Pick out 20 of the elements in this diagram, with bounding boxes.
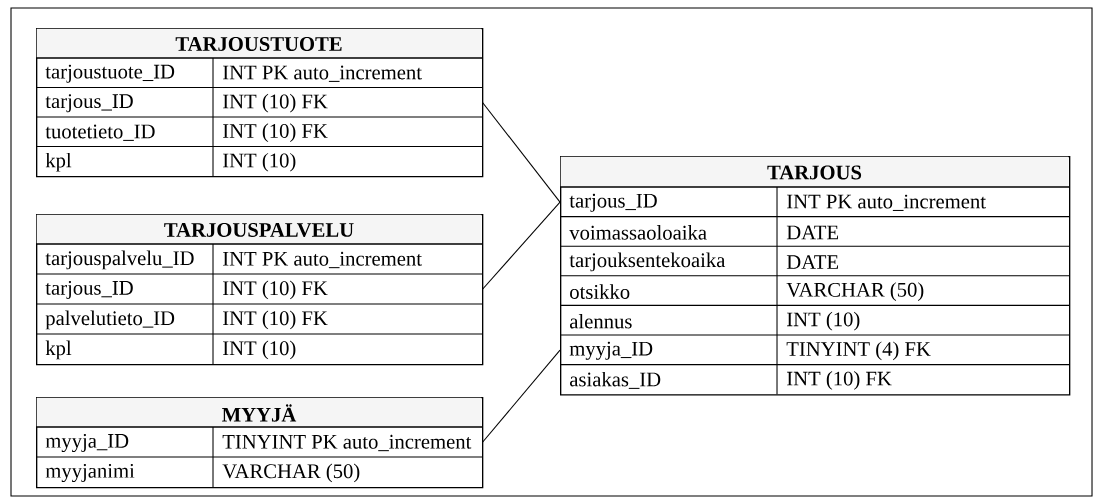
table-row: myyja_ID TINYINT PK auto_increment <box>45 426 472 458</box>
table-row: tarjous_ID INT PK auto_increment <box>569 186 986 218</box>
table-row: voimassaoloaika DATE <box>559 216 1070 247</box>
connector-line <box>482 101 561 203</box>
table-row: asiakas_ID INT (10) FK <box>559 364 1070 395</box>
table-row: tarjous_ID INT (10) FK <box>35 273 483 305</box>
table-row: kpl INT (10) <box>35 145 483 177</box>
table-row: tarjous_ID INT (10) FK <box>35 86 483 118</box>
table-row: tarjouspalvelu_ID INT PK auto_increment <box>45 243 422 275</box>
table-row: tuotetieto_ID INT (10) FK <box>35 116 483 148</box>
table-row: myyja_ID TINYINT (4) FK <box>559 334 1070 366</box>
connector-line <box>482 201 561 290</box>
table-row: palvelutieto_ID INT (10) FK <box>35 303 483 335</box>
connector-line <box>482 349 561 443</box>
table-row: alennus INT (10) <box>559 304 1070 336</box>
table-row: otsikko VARCHAR (50) <box>559 275 1070 306</box>
table-row: tarjoustuote_ID INT PK auto_increment <box>45 57 422 89</box>
table-row: tarjouksentekoaika DATE <box>559 245 1070 277</box>
table-row: myyjanimi VARCHAR (50) <box>35 456 483 488</box>
table-row: kpl INT (10) <box>35 333 483 365</box>
